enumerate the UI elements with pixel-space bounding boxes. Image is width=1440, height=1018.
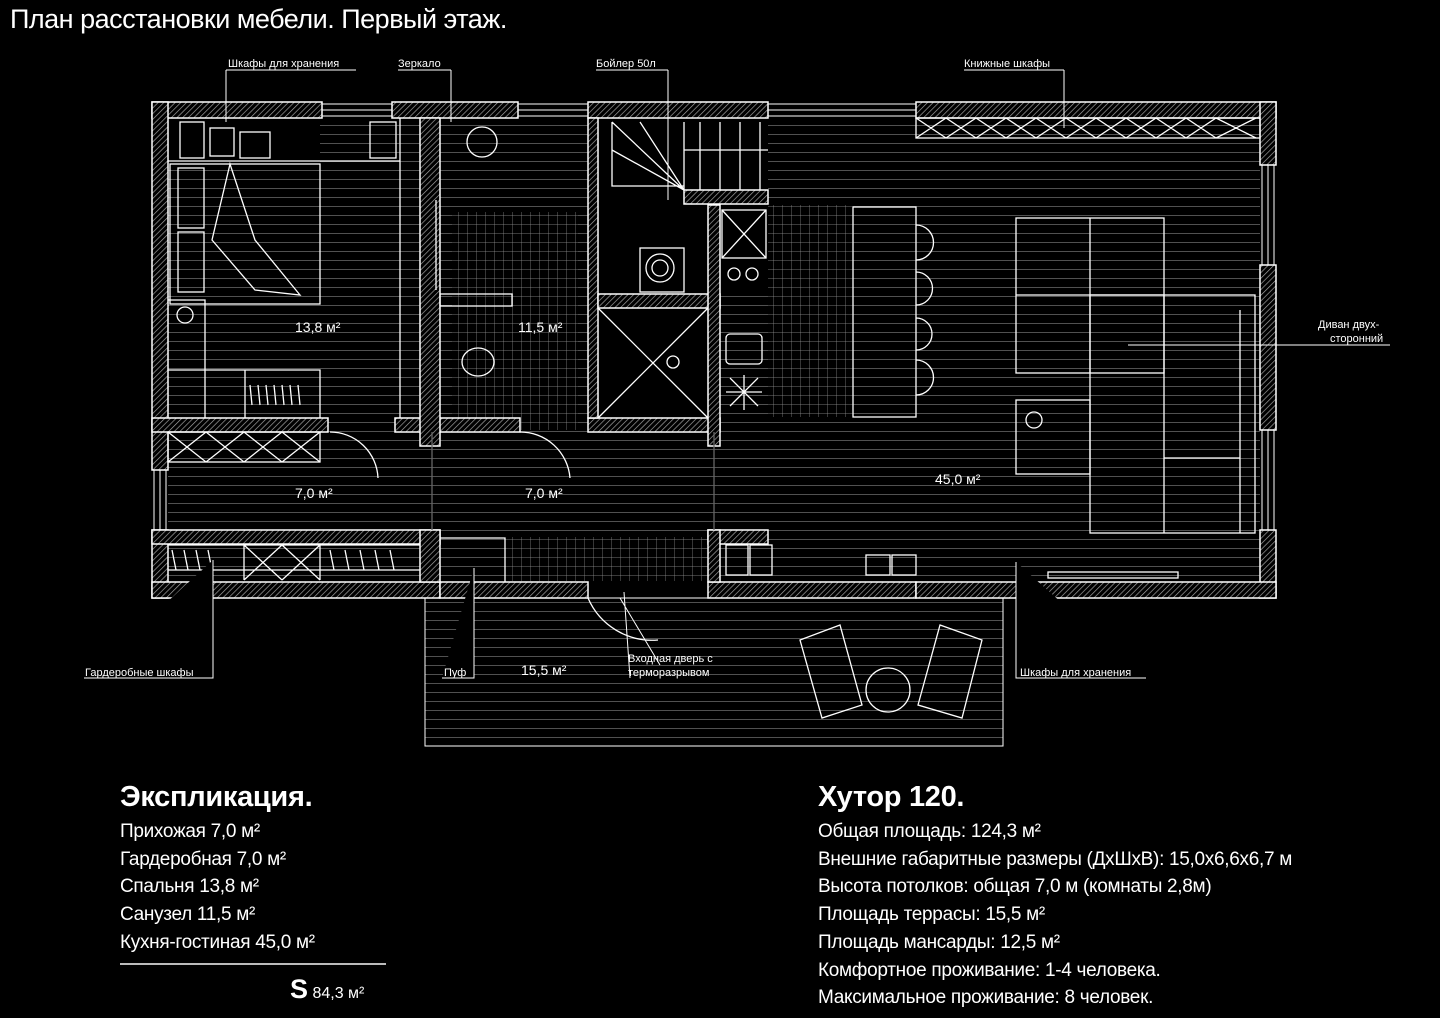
callout-sofa-1: Диван двух- <box>1318 319 1380 331</box>
bed <box>169 163 321 305</box>
terrace-table <box>865 667 911 713</box>
area-bathroom: 11,5 м² <box>518 319 563 335</box>
walls <box>151 101 1277 599</box>
area-bedroom: 13,8 м² <box>295 319 341 335</box>
explication-item: Кухня-гостиная 45,0 м² <box>120 931 315 953</box>
total-value: 84,3 м² <box>312 985 365 1002</box>
explication-item: Прихожая 7,0 м² <box>120 821 260 842</box>
project-heading: Хутор 120. <box>818 781 965 813</box>
project-item: Внешние габаритные размеры (ДхШхВ): 15,0… <box>818 848 1292 870</box>
area-terrace: 15,5 м² <box>521 662 567 678</box>
project-item: Высота потолков: общая 7,0 м (комнаты 2,… <box>818 876 1212 898</box>
callout-wardrobes: Гардеробные шкафы <box>85 667 194 679</box>
furniture <box>167 117 1261 719</box>
callout-boiler: Бойлер 50л <box>596 58 656 70</box>
callout-pouf: Пуф <box>444 667 466 679</box>
page-title: План расстановки мебели. Первый этаж. <box>10 4 507 34</box>
callouts <box>84 69 1390 679</box>
callout-storage-bottom: Шкафы для хранения <box>1020 667 1131 679</box>
callout-mirror: Зеркало <box>398 58 441 70</box>
explication-item: Спальня 13,8 м² <box>120 876 259 898</box>
dining-table <box>852 206 917 418</box>
area-living: 45,0 м² <box>935 471 981 487</box>
callout-door-2: терморазрывом <box>628 667 709 679</box>
project-item: Площадь террасы: 15,5 м² <box>818 904 1045 926</box>
windows <box>153 103 1275 530</box>
callout-door-1: Входная дверь с <box>628 653 713 665</box>
explication-item: Санузел 11,5 м² <box>120 904 256 926</box>
project-item: Максимальное проживание: 8 человек. <box>818 987 1154 1009</box>
area-hall: 7,0 м² <box>525 485 563 501</box>
callout-storage-top: Шкафы для хранения <box>228 58 339 70</box>
project-item: Общая площадь: 124,3 м² <box>818 821 1041 842</box>
total-area: S 84,3 м² <box>290 974 364 1005</box>
callout-bookcases: Книжные шкафы <box>964 58 1050 70</box>
explication-heading: Экспликация. <box>120 781 313 813</box>
project-item: Площадь мансарды: 12,5 м² <box>818 931 1060 953</box>
explication: Экспликация. Прихожая 7,0 м² Гардеробная… <box>120 780 386 965</box>
callout-sofa-2: сторонний <box>1330 333 1383 345</box>
project-item: Комфортное проживание: 1-4 человека. <box>818 959 1161 981</box>
explication-item: Гардеробная 7,0 м² <box>120 848 286 870</box>
area-wardrobe: 7,0 м² <box>295 485 333 501</box>
divider <box>120 962 386 965</box>
total-symbol: S <box>290 974 309 1004</box>
project-info: Хутор 120. Общая площадь: 124,3 м² Внешн… <box>818 780 1292 1012</box>
